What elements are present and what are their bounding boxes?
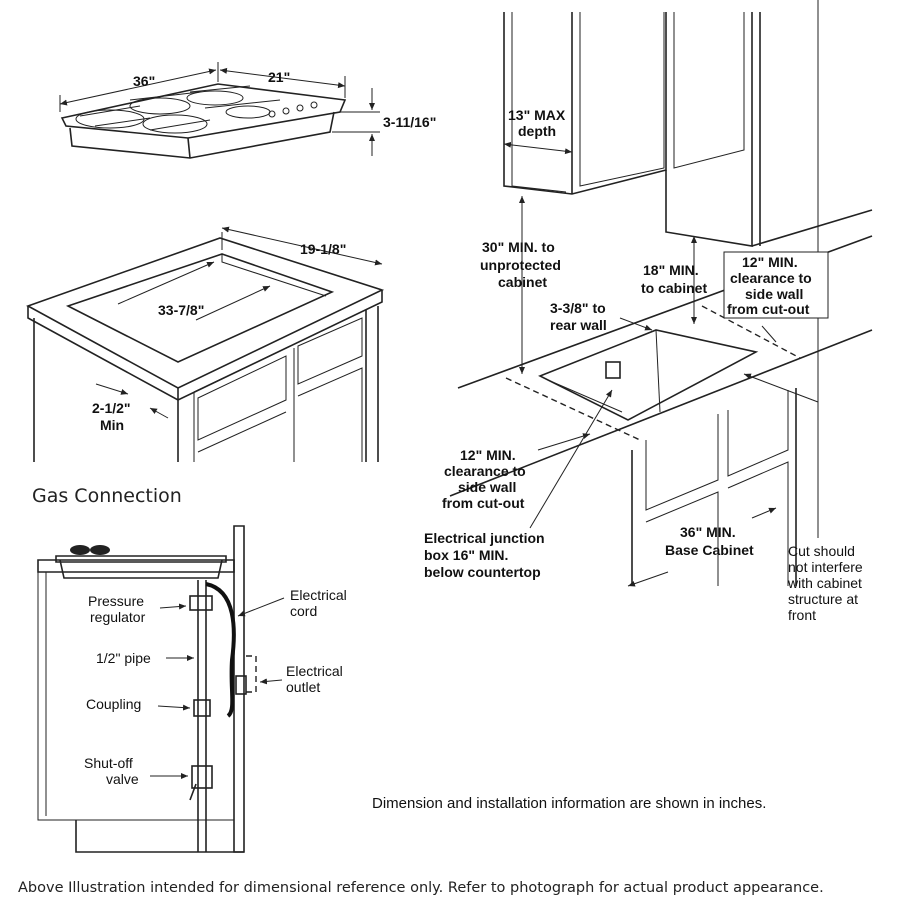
electrical-cord-label-1: Electrical bbox=[290, 587, 347, 603]
front-min-label-1: 2-1/2" bbox=[92, 400, 131, 416]
to-cabinet-label-2: to cabinet bbox=[641, 280, 707, 296]
cooktop-height-label: 3-11/16" bbox=[383, 114, 436, 130]
cooktop-width-label: 36" bbox=[133, 73, 155, 89]
side-wall-left-label-3: side wall bbox=[458, 479, 516, 495]
cutout-width-label: 33-7/8" bbox=[158, 302, 204, 318]
cooktop-depth-label: 21" bbox=[268, 69, 290, 85]
side-wall-right-label-4: from cut-out bbox=[727, 301, 810, 317]
cut-note-label-3: with cabinet bbox=[787, 575, 862, 591]
inches-note: Dimension and installation information a… bbox=[372, 795, 766, 812]
side-wall-left-label-2: clearance to bbox=[444, 463, 526, 479]
cut-note-label-2: not interfere bbox=[788, 559, 863, 575]
side-wall-left-label-1: 12" MIN. bbox=[460, 447, 516, 463]
cutout-depth-label: 19-1/8" bbox=[300, 241, 346, 257]
countertop-cutout-drawing bbox=[26, 226, 385, 462]
cooktop-drawing bbox=[59, 62, 380, 159]
side-wall-right-box bbox=[723, 251, 829, 319]
base-cabinet-label-2: Base Cabinet bbox=[665, 542, 754, 558]
gas-connection-drawing bbox=[37, 525, 285, 853]
side-wall-right-label-2: clearance to bbox=[730, 270, 812, 286]
base-cabinet-label-1: 36" MIN. bbox=[680, 524, 736, 540]
gas-connection-title: Gas Connection bbox=[32, 485, 182, 507]
max-depth-label-2: depth bbox=[518, 123, 556, 139]
junction-box-label-3: below countertop bbox=[424, 564, 541, 580]
rear-wall-label-1: 3-3/8" to bbox=[550, 300, 606, 316]
side-wall-right-label-1: 12" MIN. bbox=[742, 254, 798, 270]
shutoff-valve-label-1: Shut-off bbox=[84, 755, 133, 771]
to-cabinet-label-1: 18" MIN. bbox=[643, 262, 699, 278]
side-wall-left-label-4: from cut-out bbox=[442, 495, 525, 511]
cut-note-label-5: front bbox=[788, 607, 816, 623]
front-min-label-2: Min bbox=[100, 417, 124, 433]
pressure-regulator-label-1: Pressure bbox=[88, 593, 144, 609]
junction-box-label-1: Electrical junction bbox=[424, 530, 545, 546]
pipe-label: 1/2" pipe bbox=[96, 650, 151, 666]
shutoff-valve-label-2: valve bbox=[106, 771, 139, 787]
pressure-regulator-label-2: regulator bbox=[90, 609, 146, 625]
rear-wall-label-2: rear wall bbox=[550, 317, 607, 333]
max-depth-label-1: 13" MAX bbox=[508, 107, 566, 123]
footer-note: Above Illustration intended for dimensio… bbox=[18, 880, 824, 896]
junction-box-label-2: box 16" MIN. bbox=[424, 547, 508, 563]
electrical-outlet-label-2: outlet bbox=[286, 679, 320, 695]
cut-note-label-1: Cut should bbox=[788, 543, 855, 559]
unprotected-cabinet-label-1: 30" MIN. to bbox=[482, 239, 555, 255]
side-wall-right-label-3: side wall bbox=[745, 286, 803, 302]
electrical-cord-label-2: cord bbox=[290, 603, 317, 619]
electrical-outlet-label-1: Electrical bbox=[286, 663, 343, 679]
unprotected-cabinet-label-3: cabinet bbox=[498, 274, 547, 290]
coupling-label: Coupling bbox=[86, 696, 141, 712]
cut-note-label-4: structure at bbox=[788, 591, 858, 607]
unprotected-cabinet-label-2: unprotected bbox=[480, 257, 561, 273]
